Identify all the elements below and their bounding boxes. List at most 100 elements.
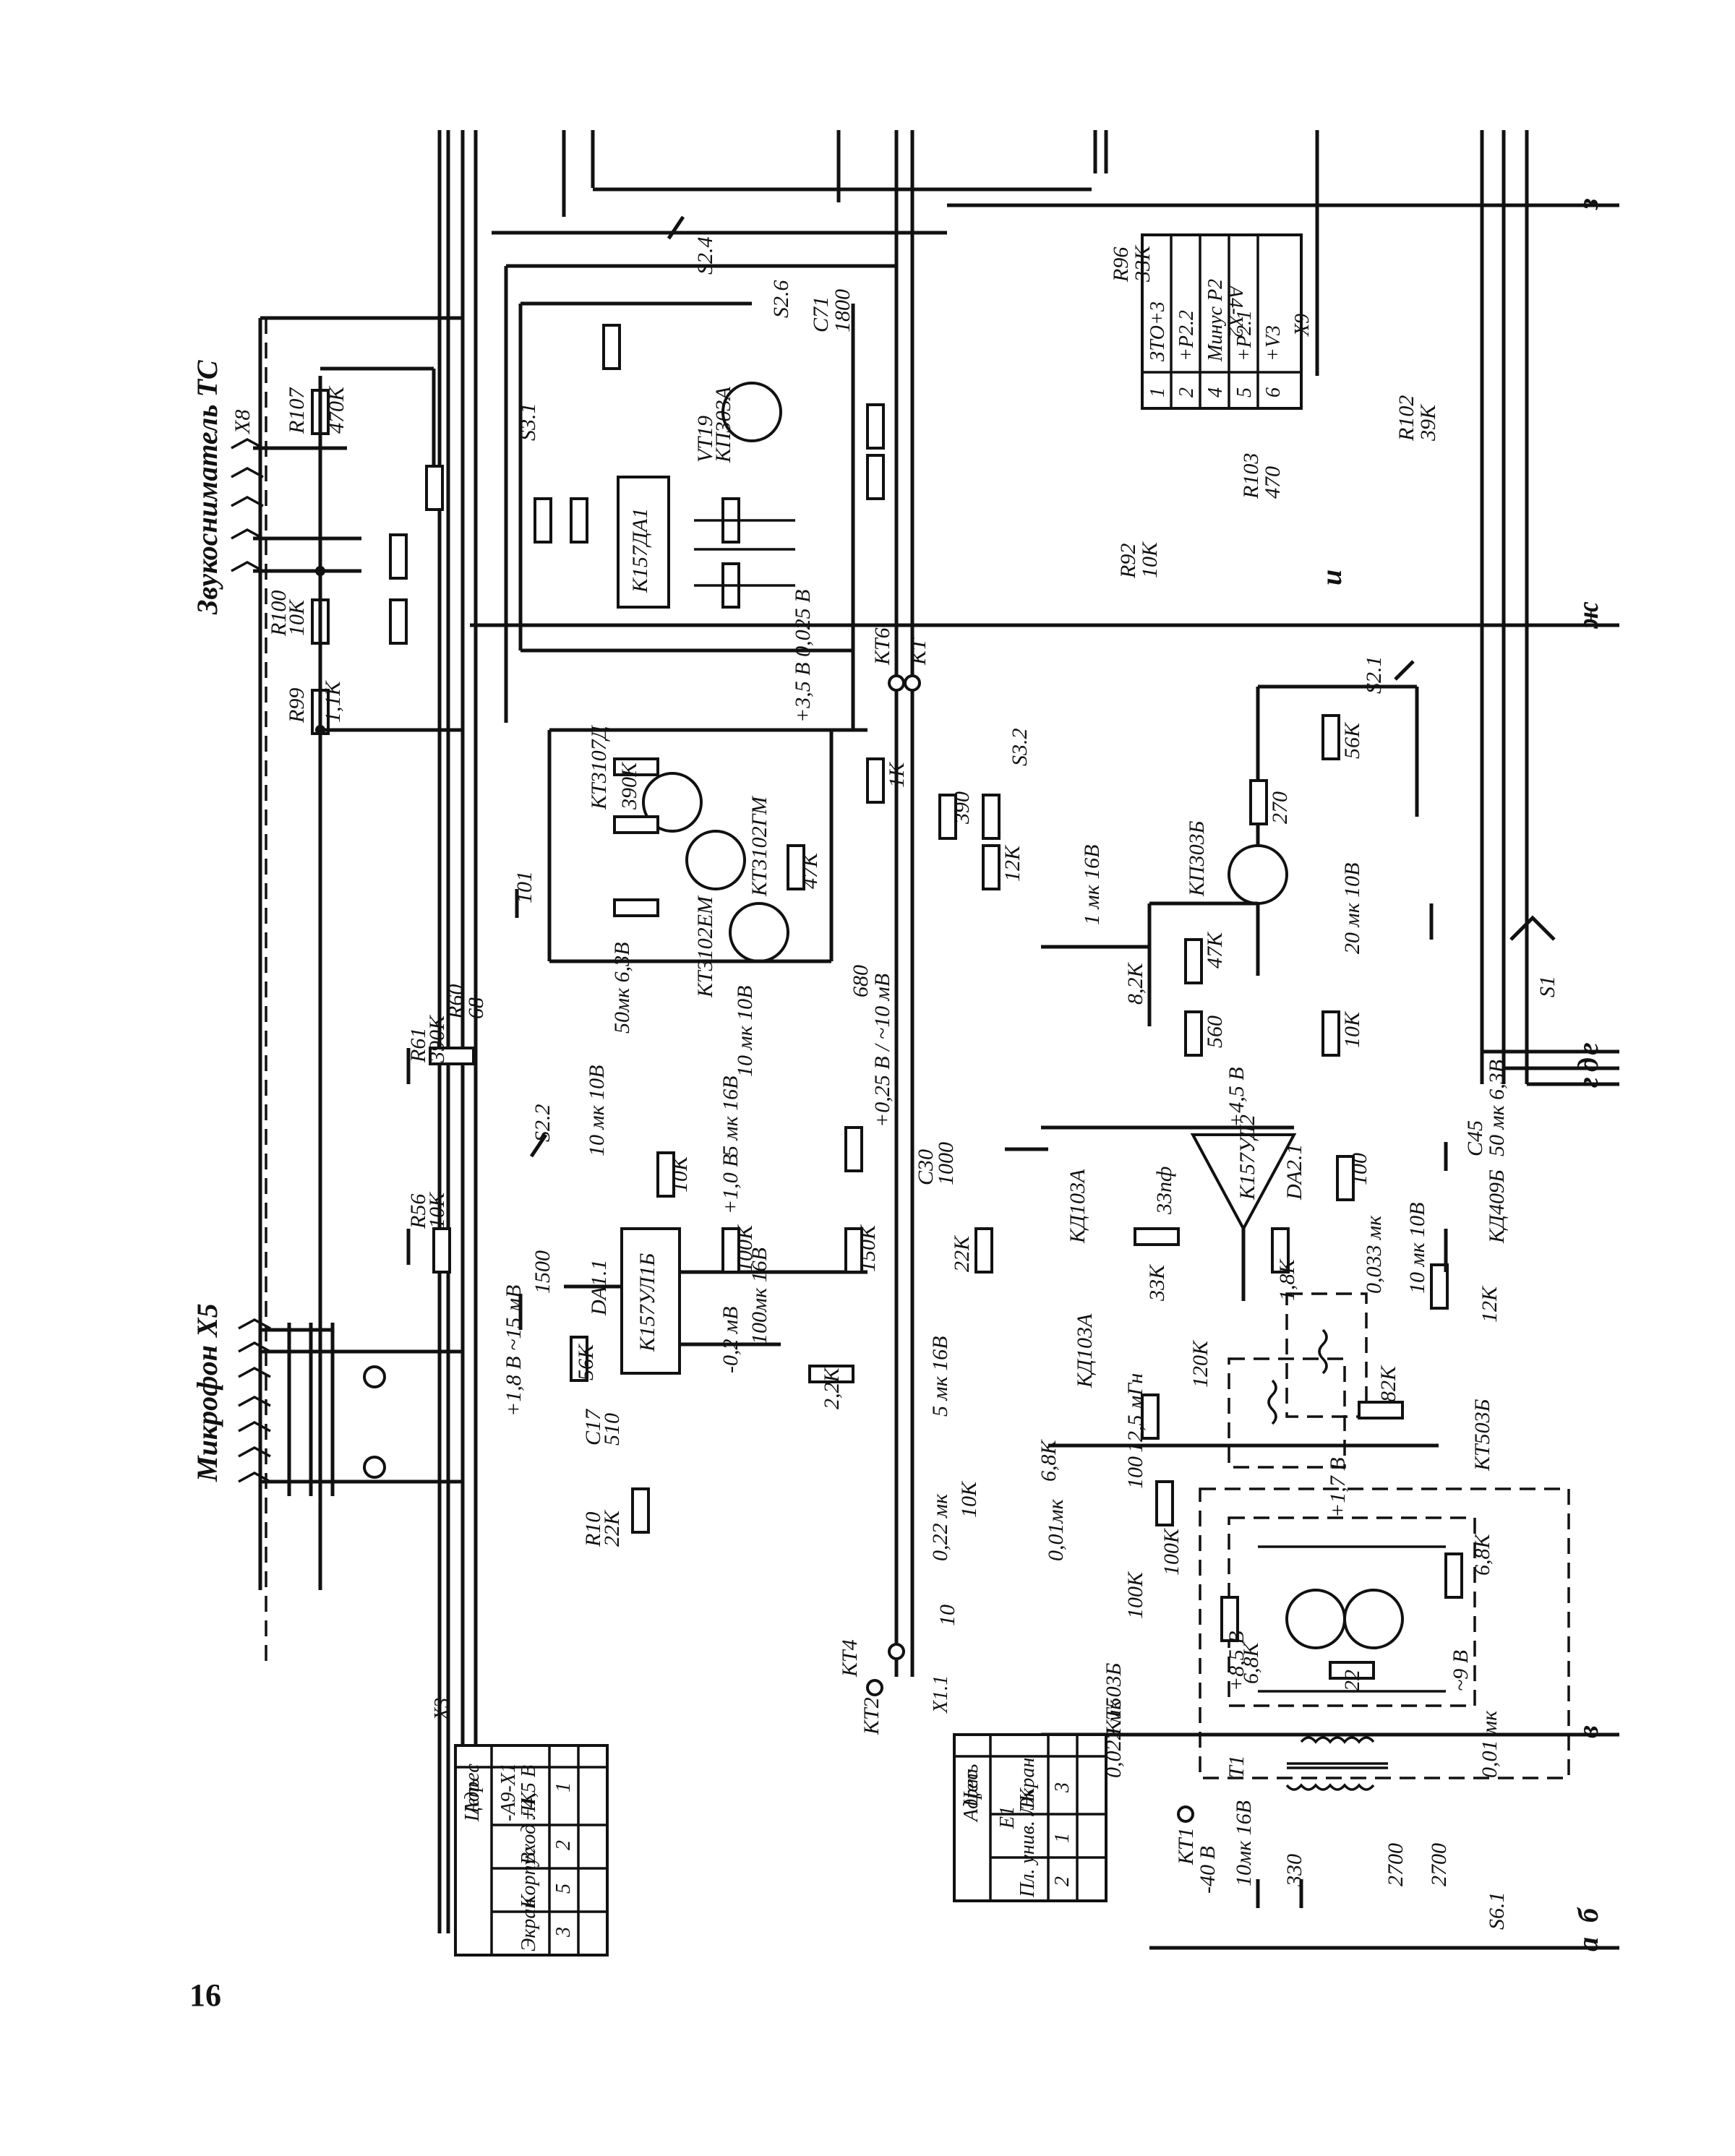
bus-g: г xyxy=(1572,1077,1604,1088)
r5-label: 6,8К xyxy=(1470,1533,1494,1576)
c51-label: 50мк 6,3В xyxy=(610,942,634,1034)
a4-x2-row-2-circuit: +Р2.2 xyxy=(1175,310,1198,361)
vd3-label: КД103А xyxy=(1073,1313,1097,1388)
c11-label: 0,22 мк xyxy=(928,1493,952,1561)
r44-label: 100 xyxy=(1123,1456,1147,1489)
l2-label: 12,5 мГн xyxy=(1123,1373,1147,1453)
x3-row-4-circuit: Экран xyxy=(518,1899,540,1951)
x3-row-4-pin: 3 xyxy=(552,1927,575,1938)
bus-i: и xyxy=(1315,570,1348,585)
c71-label: C71 xyxy=(809,296,833,332)
bus-e: е xyxy=(1572,1042,1604,1055)
r43-value: 390К xyxy=(425,1014,449,1063)
r56-label: 10К xyxy=(1340,1010,1364,1048)
a4-x2-row-3-circuit: Минус Р2 xyxy=(1204,279,1227,362)
c42-label: 5 мк 16В xyxy=(719,1075,742,1156)
r39-label: 10К xyxy=(668,1155,692,1193)
r91-label: R92 xyxy=(1116,544,1140,579)
s2-2-label: S2.2 xyxy=(531,1104,554,1143)
r12-label: 6,8К xyxy=(1037,1439,1061,1482)
vt13-label: КП303Б xyxy=(1185,820,1209,897)
c58-label: 20 мк 10В xyxy=(1340,862,1364,954)
voltage-4: +4,5 В xyxy=(1225,1067,1248,1128)
r107-label: R107 xyxy=(285,387,309,434)
a4-x2-row-5-circuit: +V3 xyxy=(1262,325,1285,361)
vd4-label: КД103А xyxy=(1066,1169,1089,1244)
c57-label: 1 мк 16В xyxy=(1080,844,1104,925)
r76-label: 390 xyxy=(950,791,974,825)
voltage-labels: +1,8 В ~15 мВ -0,2 мВ +0,25 В / ~10 мВ +… xyxy=(502,590,1473,1894)
bus-a: а xyxy=(1572,1937,1604,1951)
r100-label: R100 xyxy=(267,590,291,637)
c29-label: 10 мк 10В xyxy=(1405,1202,1429,1294)
s3-1-label: S3.1 xyxy=(516,403,540,442)
r45-label: R60 xyxy=(444,984,468,1020)
telephone-connector: Звукосниматель ТС X8 xyxy=(191,316,463,1662)
c23-label: 100мк 16В xyxy=(747,1247,771,1344)
da2-ref: DA2.1 xyxy=(1282,1144,1306,1201)
r30-label: 22К xyxy=(950,1234,974,1272)
r92-value: 470 xyxy=(1261,466,1285,499)
r75-label: 1К xyxy=(885,761,909,788)
switches: S1 S2.1 S2.2 S2.4 S2.6 S3.1 S3.2 S6.1 xyxy=(516,215,1559,1930)
r11-label: 10К xyxy=(957,1480,981,1518)
c18-value: 510 xyxy=(600,1413,624,1446)
r102-label: R96 xyxy=(1109,247,1133,283)
r45-value: 68 xyxy=(464,997,488,1019)
da1-label: К157УЛ1Б xyxy=(635,1253,659,1352)
da1-block: К157УЛ1Б DA1.1 xyxy=(429,1047,993,1534)
a4-x2-row-1-pin: 1 xyxy=(1147,387,1169,398)
x9-ref: X9 xyxy=(1291,314,1314,337)
x1-1-row-1-pin: 3 xyxy=(1051,1782,1074,1793)
x3-table: X3 Адрес Цепь -А9-Х1 +4,5 В Вход ЛК Корп… xyxy=(431,1698,609,1957)
x1-1-row-2-pin: 1 xyxy=(1051,1833,1074,1843)
x1-1-row-2: Пл. унив. ЛК xyxy=(1016,1787,1039,1898)
c28-label: 0,033 мк xyxy=(1362,1215,1386,1294)
r79-label: 56К xyxy=(1340,721,1364,759)
r27-value: 10К xyxy=(425,1191,449,1229)
c43-label: 33пф xyxy=(1152,1167,1176,1215)
vt15-label: КТ3102ГМ xyxy=(747,795,771,897)
a4-x2-row-4-pin: 5 xyxy=(1233,387,1256,398)
kt1-label: КТ1 xyxy=(1174,1827,1198,1865)
da3-label: К157ДА1 xyxy=(628,508,652,593)
voltage-10: -40 В xyxy=(1196,1846,1220,1894)
da3-block: К157ДА1 КП303А VT19 xyxy=(504,266,885,730)
c45-label: C45 xyxy=(1463,1120,1487,1156)
r78-label: 270 xyxy=(1268,791,1292,824)
c2-label: 2700 xyxy=(1384,1843,1408,1886)
x3-hdr-address: Адрес xyxy=(461,1764,484,1816)
vd10-label: КД409Б xyxy=(1485,1169,1509,1244)
r91-value: 10К xyxy=(1138,541,1162,578)
x3-row-2-pin: 2 xyxy=(552,1840,575,1850)
x3-hdr-circuit: Цепь xyxy=(461,1779,484,1822)
c10-label: 10мк 16В xyxy=(1232,1800,1256,1886)
r107-value: 470К xyxy=(325,385,348,434)
vt19-label: КП303А xyxy=(711,386,735,463)
vt17-label: КТ3107Д xyxy=(587,724,611,810)
x3-row-3-circuit: Корпус xyxy=(518,1847,540,1909)
x1-1-address: Е1 xyxy=(996,1806,1019,1829)
bus-d: д xyxy=(1572,1057,1604,1072)
vt2-label: КТ503Б xyxy=(1470,1399,1494,1472)
r99-label: R99 xyxy=(285,688,309,723)
c3-label: 0,022 мк xyxy=(1102,1699,1126,1778)
r27-label: R56 xyxy=(406,1194,430,1229)
c24-label: 5 мк 16В xyxy=(928,1336,952,1417)
c54-label: 680 xyxy=(849,965,873,997)
kt4-label: КТ4 xyxy=(838,1639,862,1678)
a4-x2-table: А4-Х2 1 ЗТО+3 2 +Р2.2 4 Минус Р2 5 +Р2.1… xyxy=(1141,233,1314,410)
r29-label: 150К xyxy=(856,1224,880,1272)
s2-1-label: S2.1 xyxy=(1362,656,1386,695)
r66-label: 390К xyxy=(617,761,641,810)
x1-1-hdr-address: Адрес xyxy=(960,1771,982,1823)
x3-row-1-pin: 1 xyxy=(552,1782,575,1792)
r18-label: 2,2К xyxy=(820,1367,844,1410)
bus-zh: ж xyxy=(1572,601,1604,630)
x1-1-hdr-circuit: Цепь xyxy=(960,1764,982,1808)
r2-label: 100К xyxy=(1123,1571,1147,1619)
vt1-label: КТ503Б xyxy=(1102,1662,1126,1735)
r22-label: 82К xyxy=(1376,1365,1400,1402)
vt11-label: КТ3102ЕМ xyxy=(693,895,717,998)
